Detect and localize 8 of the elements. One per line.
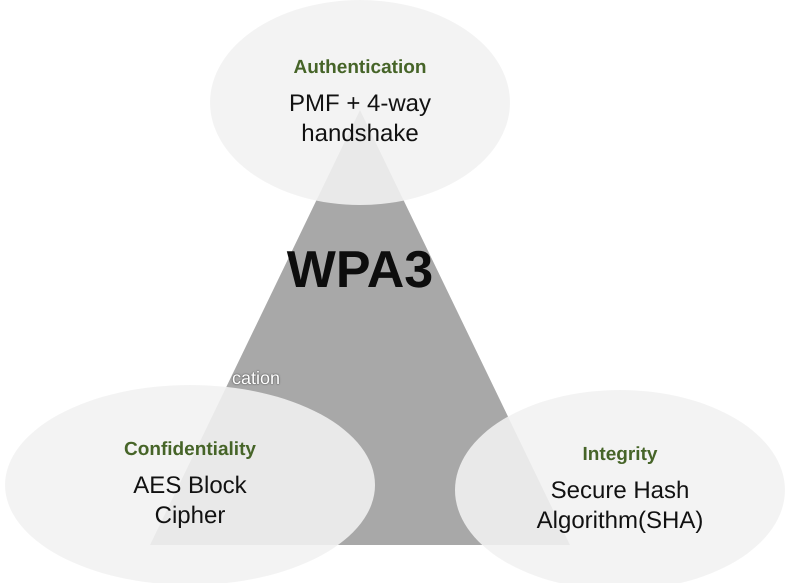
faded-text: cation	[232, 368, 280, 389]
pillar-heading: Authentication	[294, 56, 426, 78]
pillar-heading: Confidentiality	[124, 439, 256, 461]
pillar-description: PMF + 4-way handshake	[288, 88, 432, 148]
center-title: WPA3	[286, 240, 434, 300]
pillar-description: Secure Hash Algorithm(SHA)	[536, 476, 704, 536]
pillar-heading: Integrity	[582, 444, 658, 466]
pillar-description: AES Block Cipher	[132, 471, 248, 531]
